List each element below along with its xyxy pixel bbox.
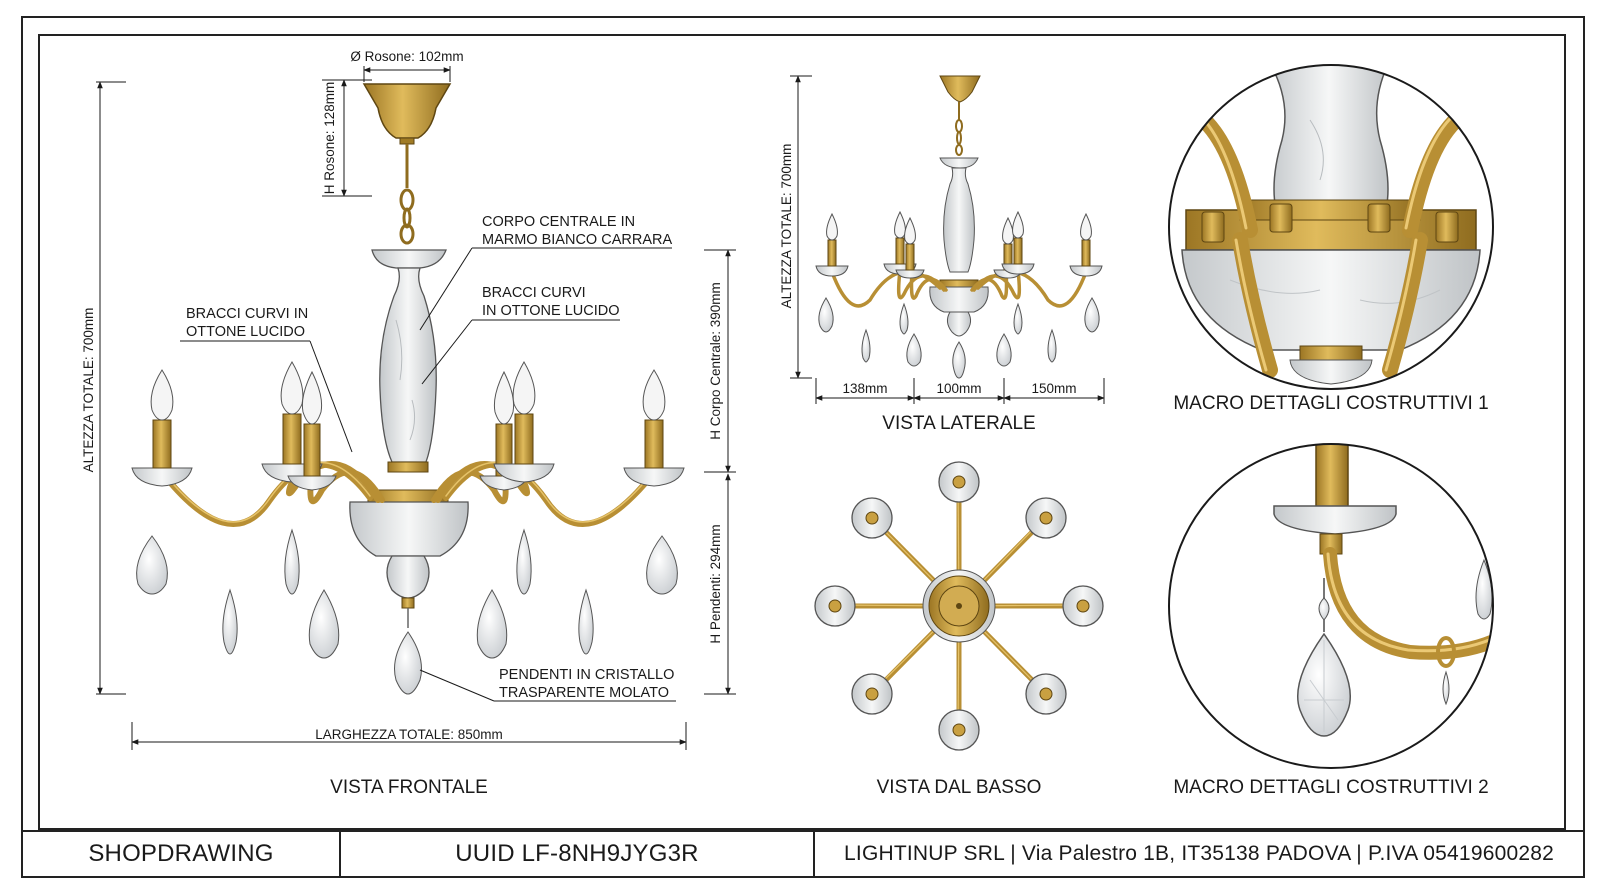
- front-dimension-labels: Ø Rosone: 102mm H Rosone: 128mm ALTEZZA …: [81, 49, 723, 742]
- title-block: SHOPDRAWING UUID LF-8NH9JYG3R LIGHTINUP …: [21, 830, 1585, 878]
- callout-arms-left-2: OTTONE LUCIDO: [186, 324, 305, 340]
- view-title-macro-2: MACRO DETTAGLI COSTRUTTIVI 2: [1173, 777, 1488, 798]
- dim-side-left: 138mm: [842, 381, 887, 396]
- front-dimensions: [96, 66, 736, 750]
- marble-column: [379, 267, 437, 463]
- view-title-macro-1: MACRO DETTAGLI COSTRUTTIVI 1: [1173, 393, 1488, 414]
- view-title-side: VISTA LATERALE: [882, 413, 1035, 434]
- dim-total-height: ALTEZZA TOTALE: 700mm: [81, 308, 96, 473]
- callout-arms-left-1: BRACCI CURVI IN: [186, 306, 308, 322]
- dim-rosette-height: H Rosone: 128mm: [322, 82, 337, 195]
- center-pendant: [394, 631, 422, 695]
- callout-arms-right-1: BRACCI CURVI: [482, 285, 586, 301]
- callout-body-1: CORPO CENTRALE IN: [482, 214, 635, 230]
- dim-side-total-height: ALTEZZA TOTALE: 700mm: [779, 144, 794, 309]
- callout-pendants-1: PENDENTI IN CRISTALLO: [499, 667, 674, 683]
- side-view: [815, 75, 1103, 379]
- front-view: [131, 83, 685, 695]
- side-dimensions: [790, 75, 1105, 404]
- view-title-bottom: VISTA DAL BASSO: [877, 777, 1042, 798]
- drawing-frame: [38, 34, 1566, 830]
- chain: [399, 144, 415, 245]
- title-block-company: LIGHTINUP SRL | Via Palestro 1B, IT35138…: [844, 842, 1554, 865]
- top-marble-cup: [371, 249, 447, 269]
- candle-holders: [131, 361, 685, 491]
- side-dimension-labels: ALTEZZA TOTALE: 700mm 138mm 100mm 150mm: [779, 144, 1077, 396]
- bottom-view: [814, 461, 1104, 751]
- callout-body-2: MARMO BIANCO CARRARA: [482, 232, 672, 248]
- dim-side-center: 100mm: [936, 381, 981, 396]
- dim-total-width: LARGHEZZA TOTALE: 850mm: [315, 727, 503, 742]
- crystal-pendants: [136, 528, 678, 659]
- rosette: [362, 83, 452, 145]
- front-callouts: CORPO CENTRALE IN MARMO BIANCO CARRARA B…: [180, 214, 676, 702]
- title-block-label: SHOPDRAWING: [23, 832, 341, 876]
- callout-pendants-2: TRASPARENTE MOLATO: [499, 685, 669, 701]
- callout-arms-right-2: IN OTTONE LUCIDO: [482, 303, 620, 319]
- dim-side-right: 150mm: [1031, 381, 1076, 396]
- dim-pendants-height: H Pendenti: 294mm: [708, 524, 723, 643]
- technical-drawing: CORPO CENTRALE IN MARMO BIANCO CARRARA B…: [81, 49, 1494, 798]
- dim-central-body-height: H Corpo Centrale: 390mm: [708, 282, 723, 440]
- title-block-uuid: UUID LF-8NH9JYG3R: [341, 832, 815, 876]
- view-title-front: VISTA FRONTALE: [330, 777, 488, 798]
- dim-rosette-diameter: Ø Rosone: 102mm: [350, 49, 463, 64]
- marble-bowl: [349, 501, 469, 557]
- macro-detail-1: [1168, 64, 1494, 390]
- macro-detail-2: [1168, 443, 1494, 769]
